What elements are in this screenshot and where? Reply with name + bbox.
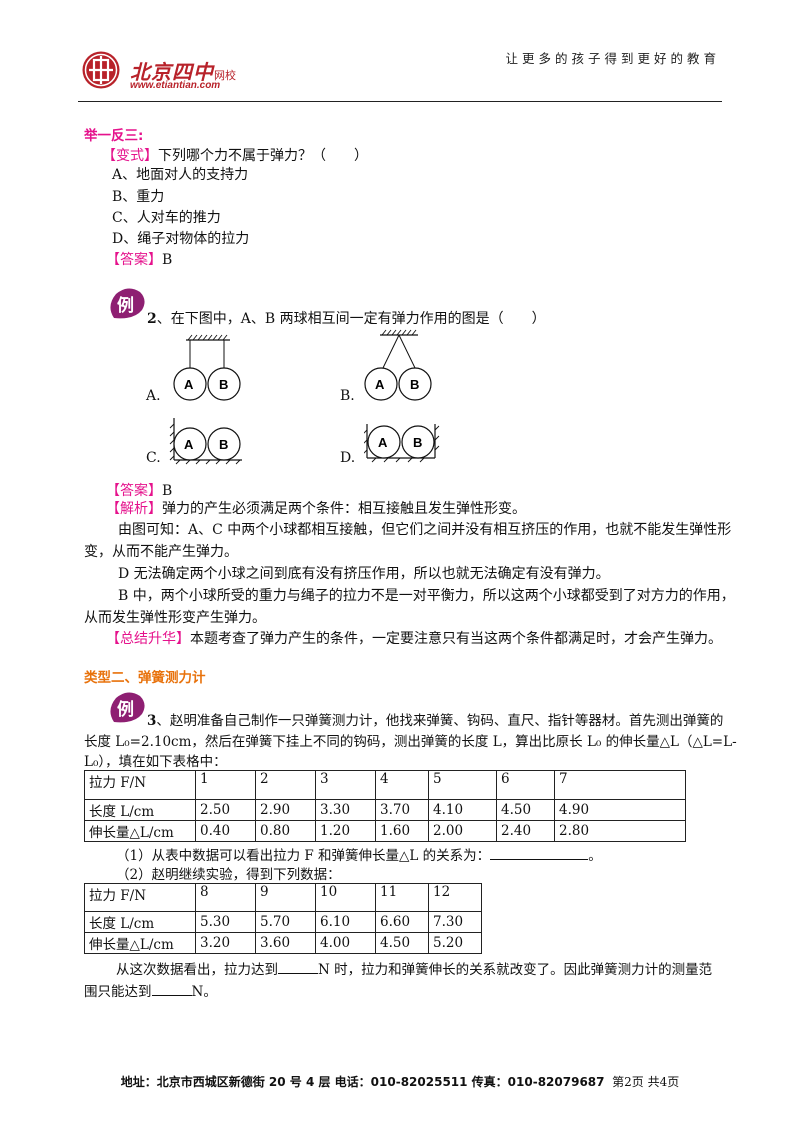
figure-a-label: A. — [146, 388, 161, 404]
example-badge-text: 例 — [117, 295, 134, 316]
analysis-para-1b: 变，从而不能产生弹力。 — [84, 544, 238, 560]
variant-question: 【变式】下列哪个力不属于弹力？（ ） — [102, 148, 368, 164]
question-2: （2）赵明继续实验，得到下列数据： — [116, 867, 341, 883]
header-slogan: 让更多的孩子得到更好的教育 — [505, 51, 720, 66]
example3-line2: 长度 L₀=2.10cm，然后在弹簧下挂上不同的钩码，测出弹簧的长度 L，算出比… — [84, 734, 737, 750]
ball-a-label: A — [184, 377, 194, 392]
example-badge-icon: 例 — [110, 288, 145, 319]
example2-analysis: 【解析】弹力的产生必须满足两个条件：相互接触且发生弹性形变。 — [106, 501, 526, 517]
variant-answer: 【答案】B — [106, 252, 173, 268]
type2-heading: 类型二、弹簧测力计 — [84, 670, 206, 686]
option-a: A、地面对人的支持力 — [112, 167, 249, 183]
analysis-para-2: D 无法确定两个小球之间到底有没有挤压作用，所以也就无法确定有没有弹力。 — [118, 566, 610, 582]
school-logo-icon — [82, 51, 120, 89]
option-b: B、重力 — [112, 189, 165, 205]
page-header: 北京四中网校 www.etiantian.com 让更多的孩子得到更好的教育 — [78, 40, 722, 102]
figure-c: A B — [169, 418, 242, 465]
ball-a-label: A — [375, 377, 385, 392]
figure-b: A B — [364, 329, 432, 401]
ball-b-label: B — [219, 437, 228, 452]
practice-heading: 举一反三: — [84, 128, 144, 144]
analysis-para-3: B 中，两个小球所受的重力与绳子的拉力不是一对平衡力，所以这两个小球都受到了对方… — [118, 588, 735, 604]
ball-b-label: B — [219, 377, 228, 392]
figure-c-label: C. — [146, 450, 161, 466]
figure-d: A B — [364, 424, 440, 463]
example3-line3: L₀），填在如下表格中： — [84, 754, 227, 770]
analysis-para-3b: 从而发生弹性形变产生弹力。 — [84, 610, 266, 626]
answer-blank[interactable] — [278, 961, 318, 974]
answer-blank[interactable] — [490, 847, 589, 860]
figure-a: A B — [173, 334, 241, 401]
page-footer: 地址：北京市西城区新德街 20 号 4 层 电话：010-82025511 传真… — [120, 1075, 680, 1089]
ball-a-label: A — [184, 437, 194, 452]
example2-question: 2、在下图中，A、B 两球相互间一定有弹力作用的图是（ ） — [147, 311, 546, 327]
example-badge-icon: 例 — [110, 692, 145, 723]
ball-a-label: A — [378, 435, 388, 450]
logo-url: www.etiantian.com — [130, 80, 221, 91]
ball-b-label: B — [413, 435, 422, 450]
analysis-para-1: 由图可知：A、C 中两个小球都相互接触，但它们之间并没有相互挤压的作用，也就不能… — [118, 522, 732, 538]
question-1: （1）从表中数据可以看出拉力 F 和弹簧伸长量△L 的关系为：。 — [116, 847, 602, 864]
figure-b-label: B. — [340, 388, 355, 404]
option-c: C、人对车的推力 — [112, 210, 221, 226]
answer-blank[interactable] — [151, 983, 192, 996]
ball-b-label: B — [410, 377, 419, 392]
example2-summary: 【总结升华】本题考查了弹力产生的条件，一定要注意只有当这两个条件都满足时，才会产… — [106, 631, 722, 647]
logo-text: 北京四中网校 — [130, 60, 236, 84]
example3-line1: 3、赵明准备自己制作一只弹簧测力计，他找来弹簧、钩码、直尺、指针等器材。首先测出… — [147, 713, 724, 729]
example-badge-text: 例 — [117, 699, 134, 720]
example2-answer: 【答案】B — [106, 483, 173, 499]
option-d: D、绳子对物体的拉力 — [112, 231, 250, 247]
figure-d-label: D. — [340, 450, 356, 466]
